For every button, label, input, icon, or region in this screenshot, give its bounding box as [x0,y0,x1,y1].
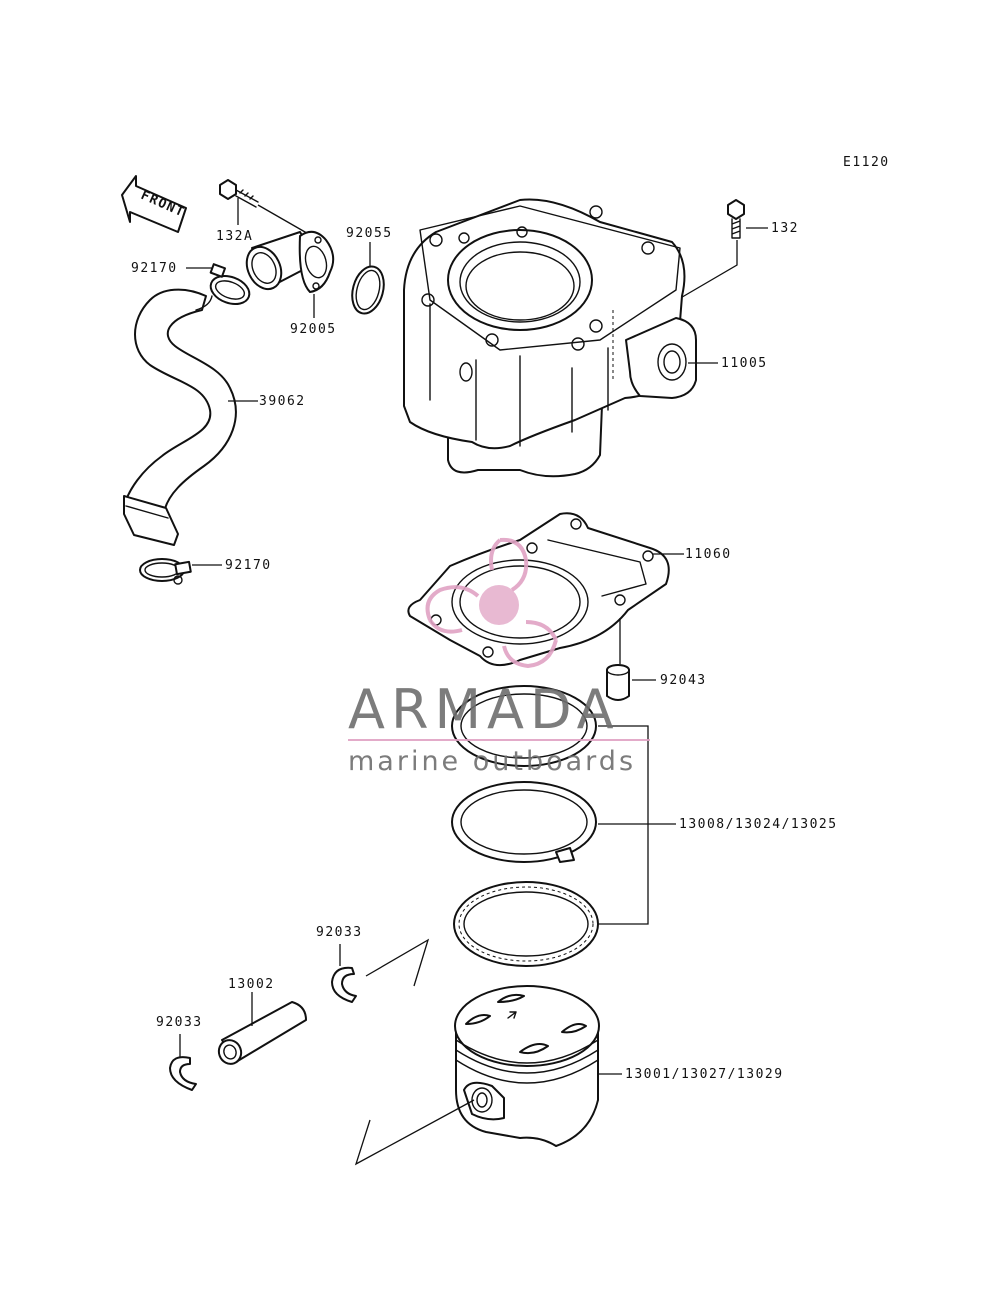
label-92005: 92005 [290,322,337,337]
watermark-subtitle: marine outboards [348,746,636,777]
diagram-code: E1120 [843,155,890,170]
label-92043: 92043 [660,673,707,688]
label-92170-bottom: 92170 [225,558,272,573]
o-ring-part [351,265,385,315]
piston-ring-top-part [451,685,597,767]
cylinder-part [403,198,697,478]
dowel-pin-part [606,664,630,701]
label-92033-right: 92033 [316,925,363,940]
label-92033-left: 92033 [156,1015,203,1030]
piston-part [454,985,600,1147]
leader-132a-fitting [257,204,313,237]
oil-ring-part [453,881,599,967]
label-piston: 13001/13027/13029 [625,1067,784,1082]
label-132a: 132A [216,229,253,244]
label-13002: 13002 [228,977,275,992]
bolt-132-part [727,199,745,239]
label-11060: 11060 [685,547,732,562]
hose-clamp-bottom-part [139,558,192,585]
circlip-right-part [331,966,357,1003]
leader-circlip-axis [365,938,430,987]
circlip-left-part [169,1056,197,1091]
bolt-132a-part [219,179,259,208]
coolant-hose-part [123,288,237,546]
label-11005: 11005 [721,356,768,371]
label-39062: 39062 [259,394,306,409]
label-132: 132 [771,221,799,236]
front-arrow-icon: FRONT [121,175,187,233]
leader-132-cylinder [659,240,738,311]
piston-ring-second-part [451,781,597,863]
water-fitting-part [245,230,335,293]
armada-watermark: ARMADA marine outboards [348,537,650,777]
label-92170-top: 92170 [131,261,178,276]
propeller-logo-icon [425,537,558,669]
hose-clamp-top-part [209,263,251,306]
label-rings: 13008/13024/13025 [679,817,838,832]
base-gasket-part [407,512,670,667]
watermark-title: ARMADA [348,678,620,741]
leader-piston-axis [354,1099,475,1166]
piston-pin-part [217,1001,307,1065]
leader-rings-bracket [598,725,649,925]
label-92055: 92055 [346,226,393,241]
